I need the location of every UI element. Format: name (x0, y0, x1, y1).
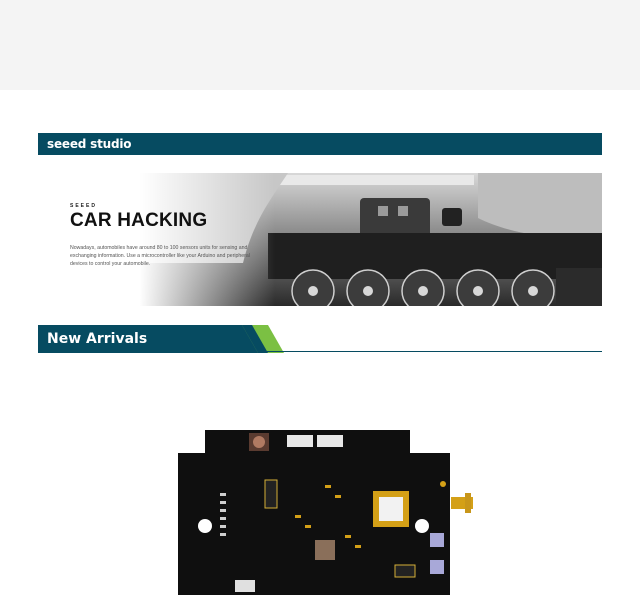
brand-bar: seeed studio (38, 133, 602, 155)
banner-description: Nowadays, automobiles have around 80 to … (70, 245, 250, 268)
banner-title: CAR HACKING (70, 210, 208, 231)
circuit-board-image[interactable] (175, 425, 475, 600)
banner-eyebrow: SEEED (70, 203, 97, 209)
car-dashboard-photo (38, 173, 602, 306)
section-tab (38, 325, 258, 353)
car-hacking-banner[interactable]: SEEED CAR HACKING Nowadays, automobiles … (38, 173, 602, 306)
green-accent-stripe (242, 325, 284, 353)
banner-text: SEEED CAR HACKING Nowadays, automobiles … (70, 203, 280, 269)
section-divider (258, 351, 602, 352)
new-arrivals-header: New Arrivals (38, 325, 602, 353)
seeed-studio-logo[interactable]: seeed studio (47, 137, 132, 151)
section-title: New Arrivals (47, 331, 148, 347)
top-band (0, 0, 640, 90)
